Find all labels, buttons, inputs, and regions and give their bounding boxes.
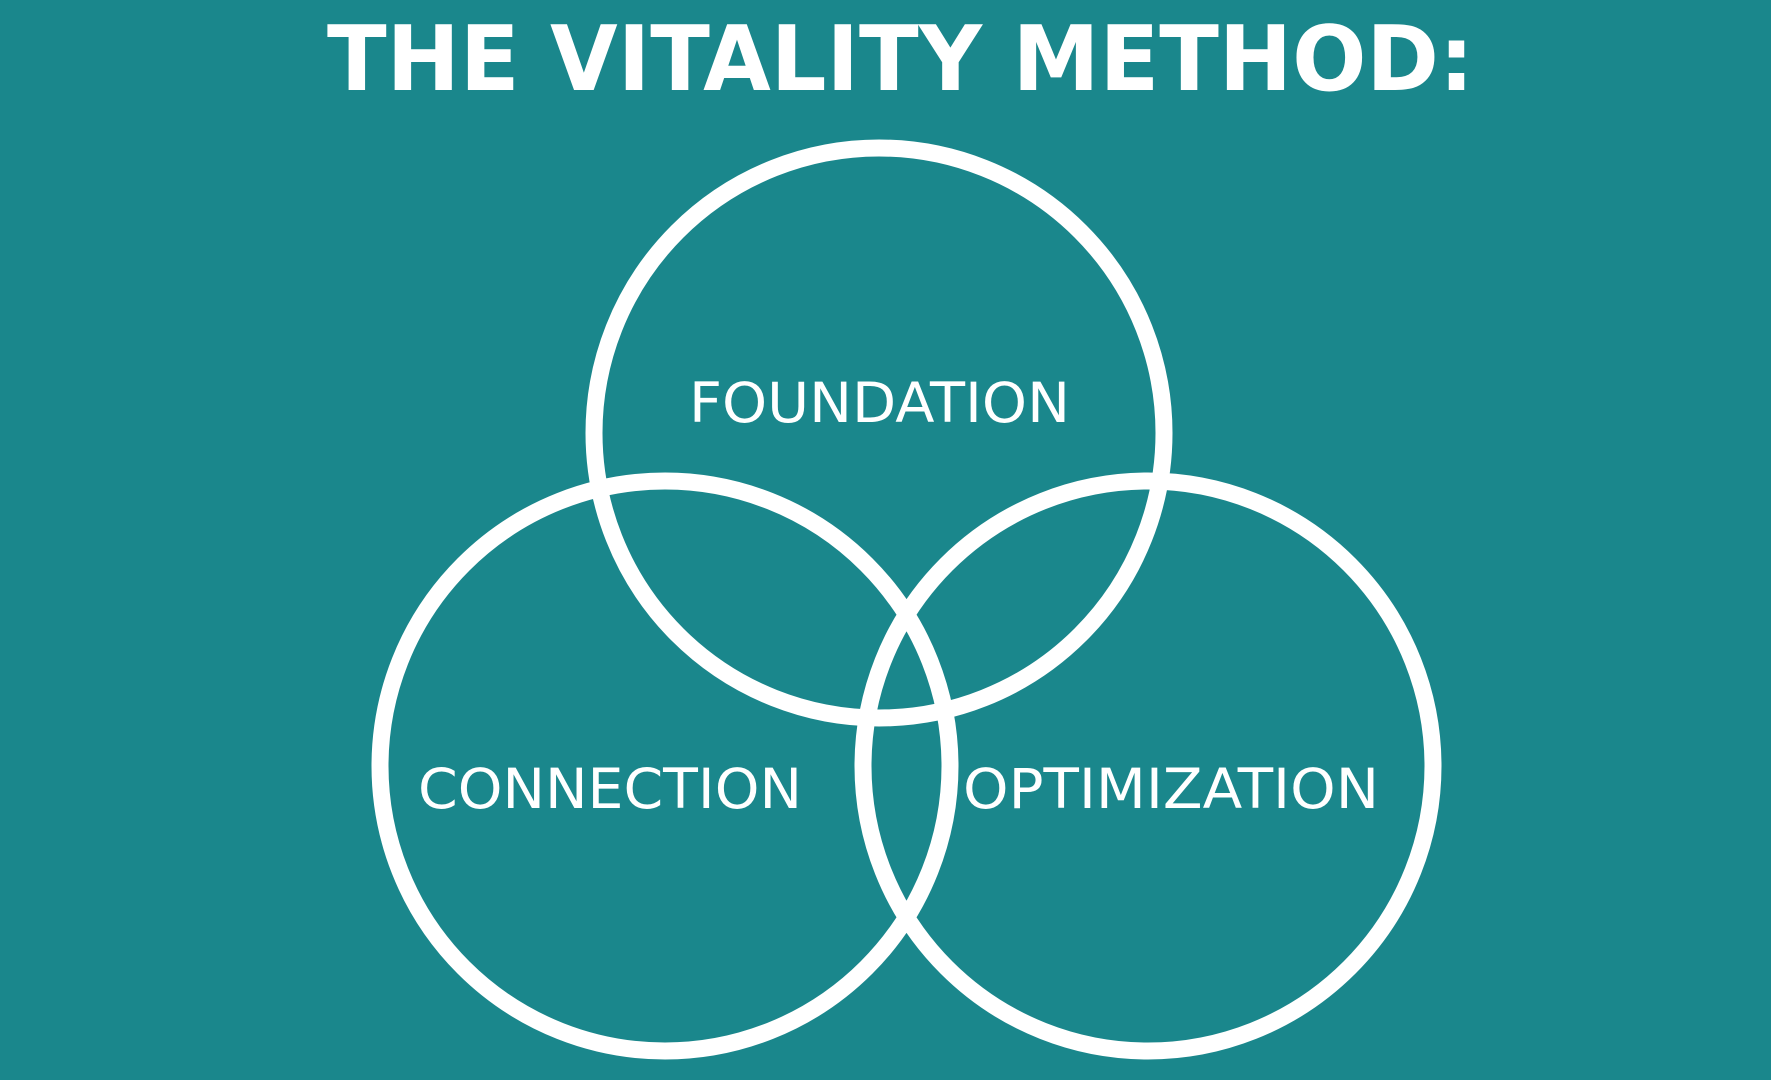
diagram-title: THE VITALITY METHOD: (327, 7, 1474, 112)
optimization-label: OPTIMIZATION (963, 757, 1379, 821)
optimization-circle (854, 472, 1442, 1060)
foundation-label: FOUNDATION (689, 371, 1070, 435)
connection-label: CONNECTION (418, 757, 802, 821)
foundation-circle (585, 139, 1173, 727)
connection-circle (371, 472, 959, 1060)
